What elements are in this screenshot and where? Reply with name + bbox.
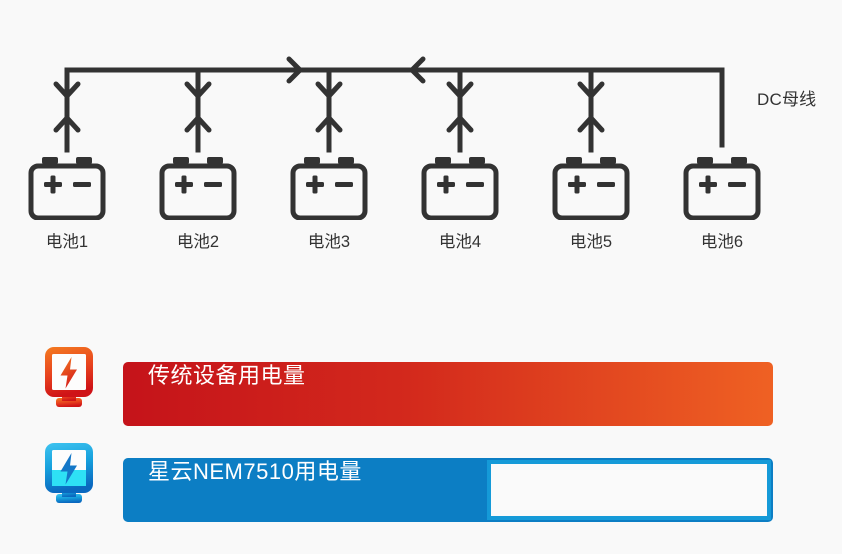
battery-row: 电池1 电池2 电池3 电池4 电池5 电池6 (0, 155, 842, 275)
battery-icon (683, 157, 761, 220)
schematic-svg (53, 56, 725, 153)
branch-arrow-down (53, 81, 81, 99)
battery-label: 电池1 (45, 233, 89, 251)
branch-arrow-down (184, 81, 212, 99)
battery-icon (552, 157, 630, 220)
battery-cell: 电池3 (274, 155, 384, 252)
branch-arrow-down (577, 81, 605, 99)
branch-arrow-up (184, 115, 212, 133)
device-bolt-red-icon (45, 347, 93, 407)
battery-label: 电池6 (700, 233, 744, 251)
battery-label: 电池2 (176, 233, 220, 251)
battery-cell: 电池1 (12, 155, 122, 252)
branch-arrow-up (446, 115, 474, 133)
branch-arrow-down (446, 81, 474, 99)
branch-arrow-up (315, 115, 343, 133)
battery-cell: 电池5 (536, 155, 646, 252)
dc-bus-label: DC母线 (757, 90, 817, 109)
battery-label: 电池4 (438, 233, 482, 251)
legacy-device-bar (123, 362, 773, 426)
battery-cell: 电池6 (667, 155, 777, 252)
battery-label: 电池5 (569, 233, 613, 251)
device-bolt-blue-icon (45, 443, 93, 503)
branch-arrow-up (53, 115, 81, 133)
nebula-nem7510-bar (123, 458, 773, 522)
battery-icon (290, 157, 368, 220)
branch-arrow-up (577, 115, 605, 133)
battery-icon (159, 157, 237, 220)
bar-row-nebula-nem7510: 星云NEM7510用电量 (0, 440, 842, 522)
bus-arrowhead (286, 56, 303, 84)
bar-row-legacy-device: 传统设备用电量 (0, 344, 842, 426)
battery-label: 电池3 (307, 233, 351, 251)
battery-bus-schematic: DC母线 电池1 电池2 电池3 电池4 电池5 电池6 (0, 56, 842, 275)
consumption-bars: 传统设备用电量 (0, 330, 842, 530)
branch-arrow-down (315, 81, 343, 99)
battery-cell: 电池2 (143, 155, 253, 252)
battery-cell: 电池4 (405, 155, 515, 252)
battery-icon (28, 157, 106, 220)
battery-icon (421, 157, 499, 220)
bus-arrowhead (409, 56, 426, 84)
